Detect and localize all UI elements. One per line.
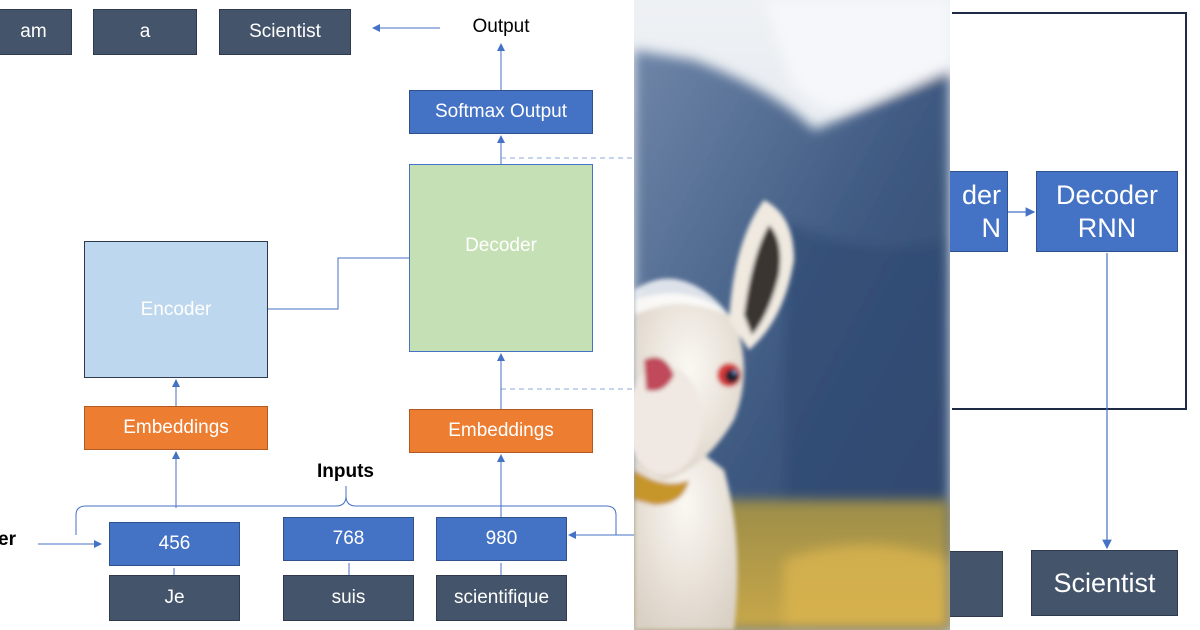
output-token-box-cropped — [950, 551, 1003, 617]
decoder-rnn-line-1: Decoder — [1055, 180, 1159, 211]
decoder-rnn-line-2: RNN — [1077, 212, 1137, 243]
encoder-embeddings-box: Embeddings — [84, 406, 268, 450]
input-word-suis: suis — [283, 575, 414, 621]
llama-ear-inner — [744, 225, 781, 335]
scientist-output-box: Scientist — [1031, 550, 1178, 616]
decoder-box: Decoder — [409, 164, 593, 352]
rnn-container-outline — [952, 12, 1187, 410]
input-word-je: Je — [109, 575, 240, 621]
encoder-rnn-box-cropped: der N — [950, 171, 1008, 252]
input-word-scientifique: scientifique — [436, 575, 567, 621]
left-diagram-panel: am a Scientist Output Softmax Output Dec… — [0, 9, 634, 621]
llama-hair — [634, 278, 729, 315]
encoder-rnn-line-1: der — [961, 180, 1001, 211]
llama-photo — [634, 0, 950, 630]
llama-eye-glint — [733, 370, 737, 374]
input-id-768: 768 — [283, 517, 414, 561]
grass-highlight — [784, 545, 950, 630]
llama-pupil — [725, 369, 739, 383]
cloud — [764, 0, 950, 110]
encoder-to-decoder-connector — [268, 257, 409, 310]
softmax-output-box: Softmax Output — [409, 90, 593, 134]
llama-mouth — [634, 470, 689, 505]
input-id-980: 980 — [436, 517, 567, 561]
llama-nose — [644, 357, 674, 391]
right-diagram-panel: der N Decoder RNN Scientist — [950, 0, 1200, 630]
llama-snout — [634, 365, 702, 475]
output-token-am: am — [0, 9, 72, 55]
encoder-box: Encoder — [84, 241, 268, 378]
decoder-embeddings-box: Embeddings — [409, 409, 593, 453]
decoder-rnn-box: Decoder RNN — [1036, 171, 1178, 252]
output-token-scientist: Scientist — [219, 9, 351, 55]
input-id-456: 456 — [109, 522, 240, 566]
inputs-label: Inputs — [317, 461, 374, 482]
llama-photo-illustration — [634, 0, 950, 630]
output-label: Output — [472, 16, 530, 37]
cut-off-label: er — [0, 529, 16, 550]
encoder-rnn-line-2: N — [981, 212, 1002, 243]
output-token-a: a — [93, 9, 197, 55]
